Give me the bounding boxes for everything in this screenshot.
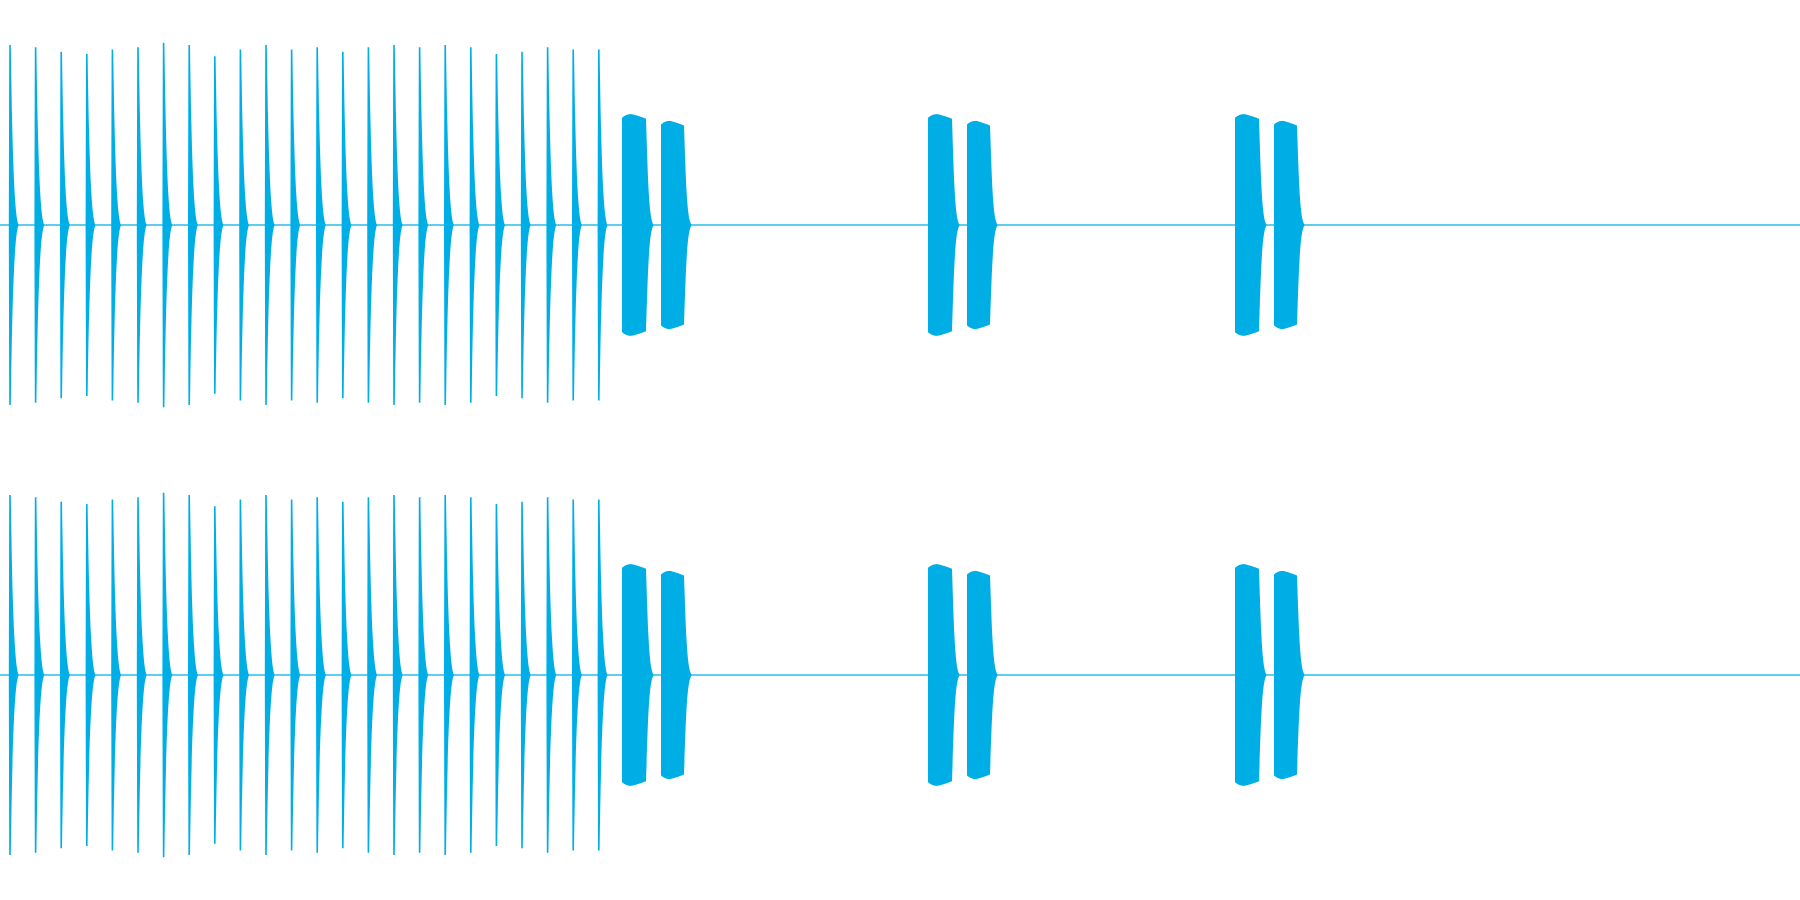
click-spike [316,497,327,853]
click-spike [213,506,224,844]
tone-burst [1235,114,1267,336]
click-spike [546,47,557,403]
tone-burst [661,120,692,330]
channel-2-waveform [0,492,1800,858]
click-spike [520,51,531,399]
click-spike [316,47,327,403]
tone-burst [928,114,960,336]
click-spike [85,504,96,846]
click-spike [60,501,71,849]
click-spike [520,501,531,849]
click-spike [392,45,403,405]
click-spike [546,497,557,853]
click-spike [392,495,403,855]
click-spike [111,49,122,401]
tone-burst [967,120,998,330]
click-spike [495,504,506,846]
channel-1-waveform [0,42,1800,408]
click-spike [290,49,301,401]
click-spike [469,47,480,403]
click-spike [111,499,122,851]
click-spike [85,54,96,396]
click-spike [264,45,275,405]
click-spike [572,499,583,851]
tone-burst [1235,564,1267,786]
tone-burst [622,564,654,786]
click-spike [495,54,506,396]
tone-burst [661,570,692,780]
click-spike [34,47,45,403]
click-spike [290,499,301,851]
click-spike [572,49,583,401]
click-spike [418,47,429,403]
click-spike [213,56,224,394]
click-spike [136,497,147,853]
click-spike [162,492,173,858]
click-spike [34,497,45,853]
click-spike [341,501,352,849]
tone-burst [622,114,654,336]
click-spike [597,499,608,851]
click-spike [264,495,275,855]
tone-burst [967,570,998,780]
click-spike [188,495,199,855]
click-spike [136,47,147,403]
click-spike [188,45,199,405]
click-spike [239,499,250,851]
click-spike [8,495,19,855]
tone-burst [928,564,960,786]
click-spike [367,497,378,853]
tone-burst [1274,570,1305,780]
click-spike [597,49,608,401]
click-spike [341,51,352,399]
click-spike [60,51,71,399]
click-spike [418,497,429,853]
click-spike [444,45,455,405]
click-spike [367,47,378,403]
click-spike [444,495,455,855]
tone-burst [1274,120,1305,330]
click-spike [239,49,250,401]
click-spike [8,45,19,405]
click-spike [162,42,173,408]
click-spike [469,497,480,853]
